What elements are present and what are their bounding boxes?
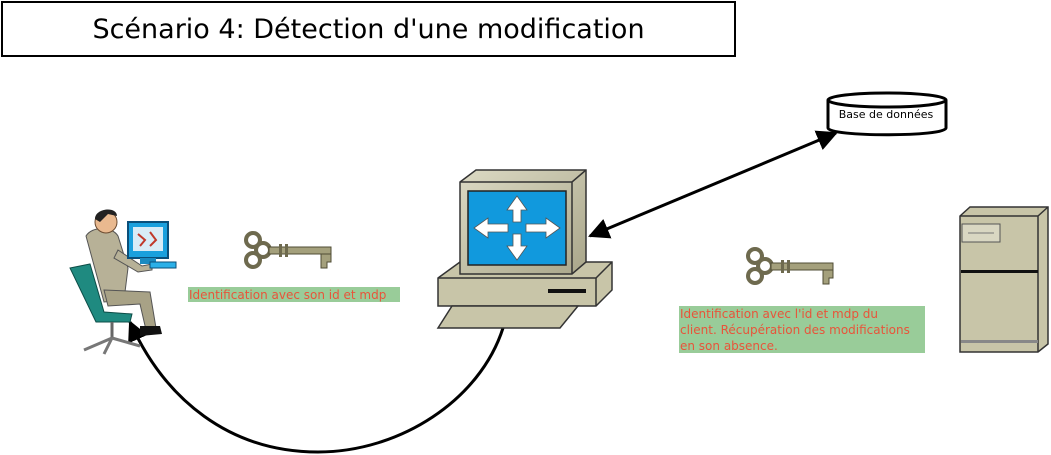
diagram-title: Scénario 4: Détection d'une modification xyxy=(1,1,736,57)
key-icon xyxy=(244,231,332,269)
database-label: Base de données xyxy=(838,108,934,121)
user-at-computer-icon xyxy=(69,209,177,355)
key-icon xyxy=(746,247,834,285)
server-tower-icon xyxy=(959,206,1049,353)
connection-router-to-user xyxy=(128,320,505,454)
client-auth-note: Identification avec son id et mdp xyxy=(188,287,400,302)
database-icon xyxy=(826,91,948,137)
connection-router-database xyxy=(588,130,838,239)
server-auth-note: Identification avec l'id et mdp du clien… xyxy=(679,306,925,353)
router-computer-icon xyxy=(436,169,613,329)
